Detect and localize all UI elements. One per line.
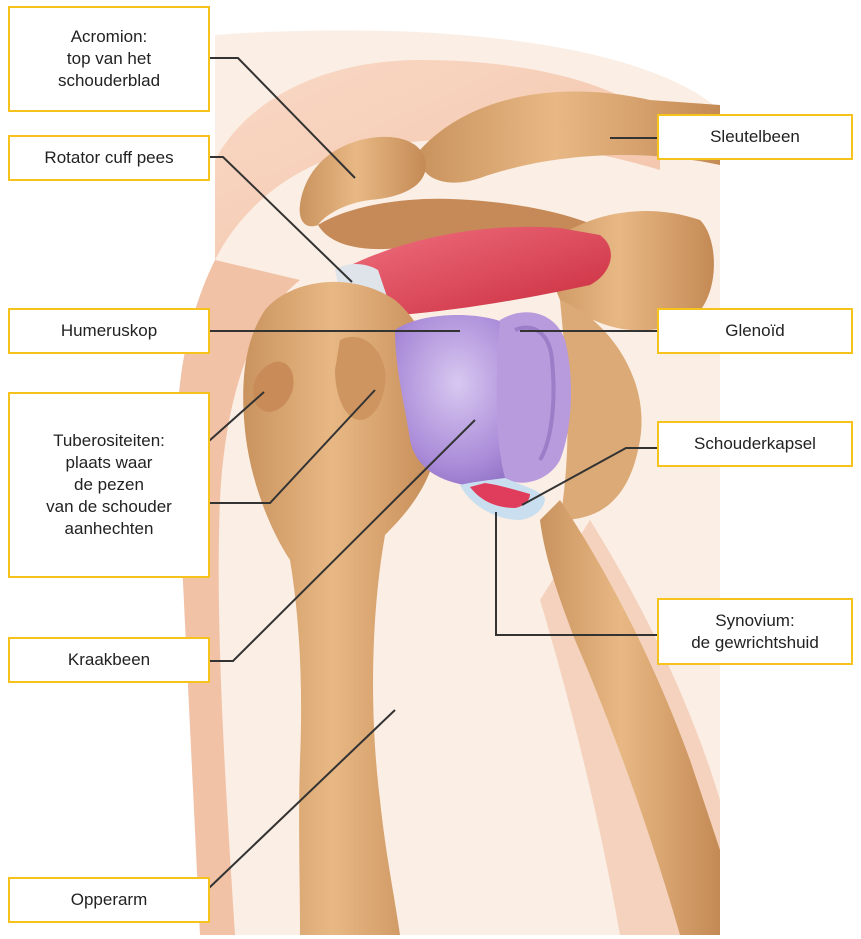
label-synovium: Synovium: de gewrichtshuid bbox=[657, 598, 853, 665]
label-rotator-cuff: Rotator cuff pees bbox=[8, 135, 210, 181]
label-acromion-line-1: Acromion: bbox=[58, 26, 160, 48]
label-synovium-line-2: de gewrichtshuid bbox=[691, 632, 819, 654]
label-tuberositeiten: Tuberositeiten: plaats waar de pezen van… bbox=[8, 392, 210, 578]
label-kraakbeen-text: Kraakbeen bbox=[68, 649, 150, 671]
label-tuberositeiten-line-3: de pezen bbox=[46, 474, 172, 496]
label-tuberositeiten-line-5: aanhechten bbox=[46, 518, 172, 540]
label-sleutelbeen: Sleutelbeen bbox=[657, 114, 853, 160]
label-tuberositeiten-line-2: plaats waar bbox=[46, 452, 172, 474]
label-glenoid-text: Glenoïd bbox=[725, 320, 785, 342]
label-humeruskop: Humeruskop bbox=[8, 308, 210, 354]
label-humeruskop-text: Humeruskop bbox=[61, 320, 157, 342]
label-rotator-cuff-text: Rotator cuff pees bbox=[44, 147, 173, 169]
label-acromion-line-3: schouderblad bbox=[58, 70, 160, 92]
label-opperarm: Opperarm bbox=[8, 877, 210, 923]
label-acromion: Acromion: top van het schouderblad bbox=[8, 6, 210, 112]
label-schouderkapsel: Schouderkapsel bbox=[657, 421, 853, 467]
label-kraakbeen: Kraakbeen bbox=[8, 637, 210, 683]
label-synovium-line-1: Synovium: bbox=[691, 610, 819, 632]
label-opperarm-text: Opperarm bbox=[71, 889, 148, 911]
label-acromion-line-2: top van het bbox=[58, 48, 160, 70]
label-tuberositeiten-line-4: van de schouder bbox=[46, 496, 172, 518]
label-glenoid: Glenoïd bbox=[657, 308, 853, 354]
label-schouderkapsel-text: Schouderkapsel bbox=[694, 433, 816, 455]
label-tuberositeiten-line-1: Tuberositeiten: bbox=[46, 430, 172, 452]
glenoid bbox=[497, 312, 571, 482]
label-sleutelbeen-text: Sleutelbeen bbox=[710, 126, 800, 148]
